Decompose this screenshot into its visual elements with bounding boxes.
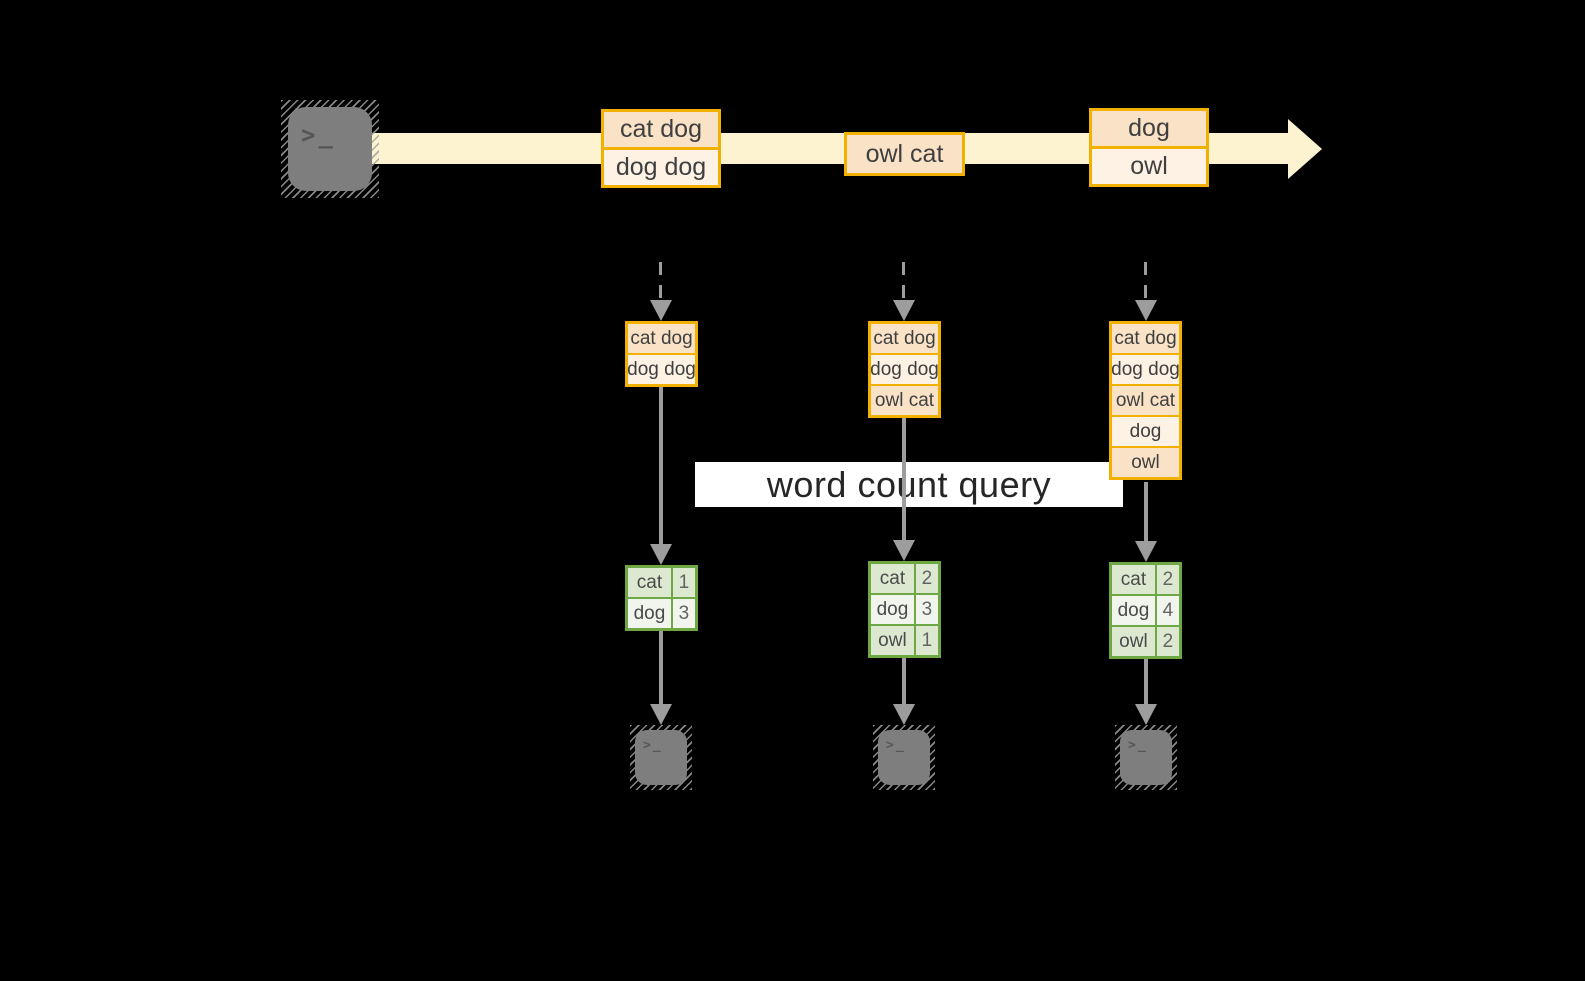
accumulated-word-row: dog <box>1112 415 1179 446</box>
count-cell: 3 <box>913 595 938 624</box>
stream-word-row: cat dog <box>604 112 718 147</box>
word-count-query-banner: word count query <box>695 462 1123 507</box>
count-cell: 2 <box>913 564 938 593</box>
query-arrowhead-1 <box>650 544 672 565</box>
count-row: owl 1 <box>871 624 938 655</box>
word-cell: dog <box>876 598 909 620</box>
accumulated-word-row: cat dog <box>1112 324 1179 353</box>
terminal-prompt-glyph: >_ <box>1128 738 1148 753</box>
count-cell: 4 <box>1154 596 1179 625</box>
query-arrowhead-2 <box>893 540 915 561</box>
accumulated-word-row: cat dog <box>628 324 695 353</box>
ingest-arrow-line-2 <box>902 262 905 299</box>
word-cell: dog <box>633 602 666 624</box>
accumulated-word-row: dog dog <box>870 353 939 384</box>
ingest-arrow-line-1 <box>659 262 662 299</box>
terminal-window: >_ <box>288 107 372 191</box>
terminal-prompt-glyph: >_ <box>301 121 336 149</box>
terminal-window: >_ <box>1120 730 1172 785</box>
count-cell: 1 <box>670 568 695 597</box>
count-row: cat 1 <box>628 568 695 597</box>
terminal-window: >_ <box>635 730 687 785</box>
word-cell: owl <box>1119 630 1148 652</box>
terminal-prompt-glyph: >_ <box>643 738 663 753</box>
count-cell: 3 <box>670 599 695 628</box>
terminal-prompt-glyph: >_ <box>886 738 906 753</box>
query-arrowhead-3 <box>1135 541 1157 562</box>
word-cell: dog <box>1117 599 1150 621</box>
terminal-output-icon-3: >_ <box>1115 725 1177 790</box>
terminal-window: >_ <box>878 730 930 785</box>
accumulated-word-row: owl cat <box>1112 384 1179 415</box>
count-cell: 2 <box>1154 627 1179 656</box>
count-row: owl 2 <box>1112 625 1179 656</box>
accumulated-word-row: dog dog <box>627 353 696 384</box>
ingest-arrow-line-3 <box>1144 262 1147 299</box>
terminal-source-icon: >_ <box>281 100 379 198</box>
word-cell: cat <box>1120 568 1147 590</box>
output-arrowhead-1 <box>650 704 672 725</box>
stream-word-row: owl <box>1092 146 1206 184</box>
output-arrowhead-2 <box>893 704 915 725</box>
accumulated-word-row: cat dog <box>871 324 938 353</box>
stream-arrowhead-icon <box>1288 119 1322 179</box>
count-row: cat 2 <box>1112 565 1179 594</box>
stream-word-row: dog dog <box>604 147 718 185</box>
stream-word-row: dog <box>1092 111 1206 146</box>
accumulated-word-row: dog dog <box>1111 353 1180 384</box>
query-arrow-line-1 <box>659 387 663 547</box>
ingest-arrowhead-2 <box>893 300 915 321</box>
accumulated-word-row: owl <box>1112 446 1179 477</box>
count-row: cat 2 <box>871 564 938 593</box>
banner-label: word count query <box>766 463 1052 505</box>
count-cell: 1 <box>913 626 938 655</box>
count-cell: 2 <box>1154 565 1179 594</box>
output-arrow-line-1 <box>659 628 663 708</box>
query-arrow-line-2 <box>902 418 906 543</box>
stream-word-row: owl cat <box>847 135 962 173</box>
ingest-arrowhead-3 <box>1135 300 1157 321</box>
word-cell: cat <box>879 567 906 589</box>
query-arrow-line-3 <box>1144 482 1148 544</box>
terminal-output-icon-1: >_ <box>630 725 692 790</box>
stream-batch-2: owl cat <box>844 132 965 176</box>
output-arrow-line-2 <box>902 658 906 708</box>
word-cell: owl <box>878 629 907 651</box>
word-cell: cat <box>636 571 663 593</box>
accumulated-word-row: owl cat <box>871 384 938 415</box>
output-arrowhead-3 <box>1135 704 1157 725</box>
output-arrow-line-3 <box>1144 657 1148 708</box>
terminal-output-icon-2: >_ <box>873 725 935 790</box>
ingest-arrowhead-1 <box>650 300 672 321</box>
